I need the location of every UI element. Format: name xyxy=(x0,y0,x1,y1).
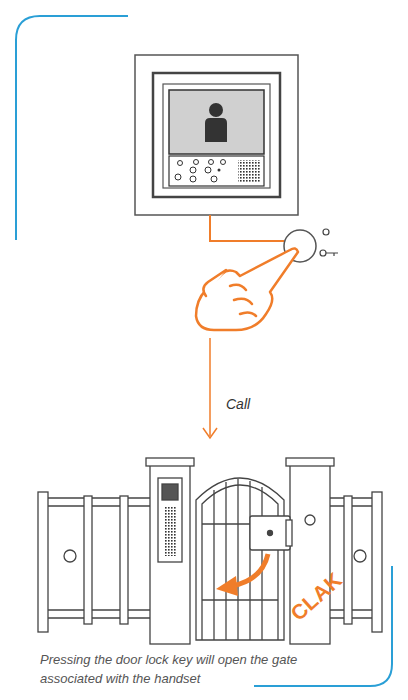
key-icon xyxy=(320,229,338,256)
frame-corner xyxy=(16,16,128,240)
pressing-hand xyxy=(196,248,298,330)
call-arrow xyxy=(203,338,217,438)
gate xyxy=(38,458,382,644)
handset xyxy=(135,55,298,215)
arrow-label: Call xyxy=(226,396,250,412)
caption: Pressing the door lock key will open the… xyxy=(40,650,358,688)
highlight-line xyxy=(210,215,284,241)
opening-arrow xyxy=(216,554,268,596)
